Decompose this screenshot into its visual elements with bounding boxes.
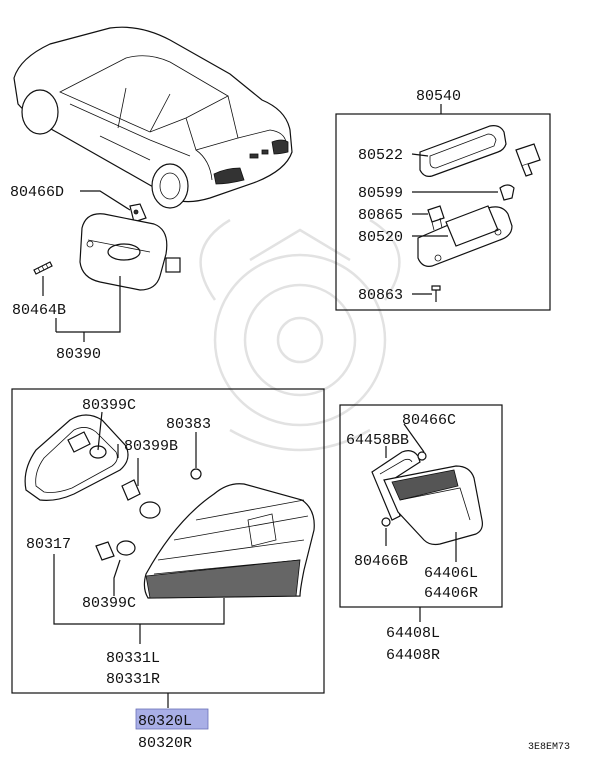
car-illustration — [13, 26, 293, 209]
label-80599: 80599 — [358, 185, 403, 202]
side-marker-group — [33, 190, 181, 342]
label-80399c-top: 80399C — [82, 397, 136, 414]
screw-80863 — [431, 285, 441, 291]
label-80320r: 80320R — [138, 735, 192, 752]
label-80390: 80390 — [56, 346, 101, 363]
label-64406r: 64406R — [424, 585, 478, 602]
label-64406l: 64406L — [424, 565, 478, 582]
label-80320l[interactable]: 80320L — [138, 713, 192, 730]
diagram-code: 3E8EM73 — [528, 742, 570, 753]
label-64458bb: 64458BB — [346, 432, 409, 449]
label-80540: 80540 — [416, 88, 461, 105]
label-80522: 80522 — [358, 147, 403, 164]
tail-lamp-group — [11, 388, 325, 708]
label-64408l: 64408L — [386, 625, 440, 642]
label-80317: 80317 — [26, 536, 71, 553]
bulb-80599 — [499, 184, 515, 201]
socket-plate-80317 — [24, 414, 129, 501]
label-80331r: 80331R — [106, 671, 160, 688]
license-lamp-group — [335, 104, 551, 311]
garnish-lamp-group — [339, 404, 503, 622]
label-80383: 80383 — [166, 416, 211, 433]
label-80399c-bottom: 80399C — [82, 595, 136, 612]
gasket-80522 — [419, 125, 507, 177]
label-80466b: 80466B — [354, 553, 408, 570]
watermark-emblem — [199, 218, 401, 452]
label-80466c: 80466C — [402, 412, 456, 429]
label-80520: 80520 — [358, 229, 403, 246]
label-80466d: 80466D — [10, 184, 64, 201]
label-80331l: 80331L — [106, 650, 160, 667]
label-80863: 80863 — [358, 287, 403, 304]
clip-80865 — [427, 205, 445, 223]
label-80399b: 80399B — [124, 438, 178, 455]
label-80464b: 80464B — [12, 302, 66, 319]
label-80865: 80865 — [358, 207, 403, 224]
label-64408r: 64408R — [386, 647, 440, 664]
highlight-80320l[interactable] — [135, 708, 209, 730]
